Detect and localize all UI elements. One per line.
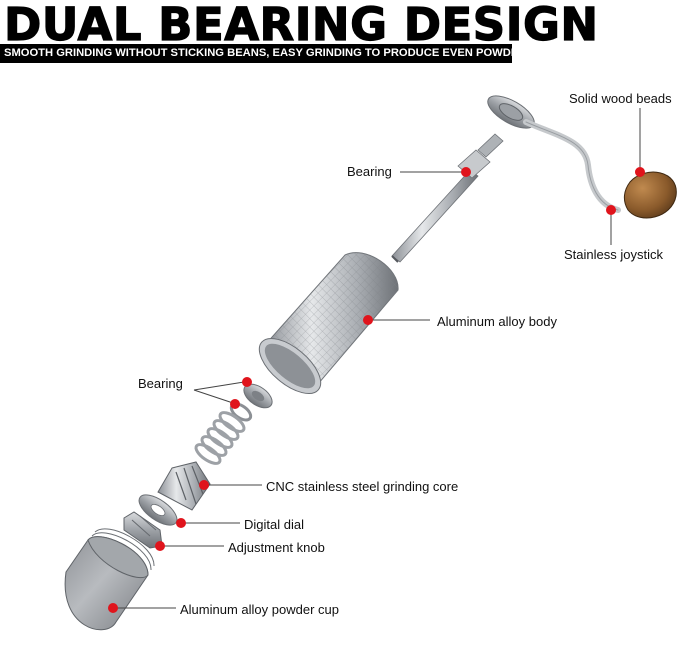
handle-group [487,95,677,219]
leader-bearing-lower [193,381,245,404]
marker-knob [155,541,165,551]
spring-group [194,411,246,465]
marker-dial [176,518,186,528]
label-bearing-lower: Bearing [138,376,183,391]
grinding-core-group [157,461,211,511]
marker-bearing-top [461,167,471,177]
subtitle-banner: SMOOTH GRINDING WITHOUT STICKING BEANS, … [0,44,512,63]
marker-cup [108,603,118,613]
label-adjustment-knob: Adjustment knob [228,540,325,555]
callout-markers [108,167,645,613]
label-grinding-core: CNC stainless steel grinding core [266,479,459,494]
marker-bearing-lower-1 [242,377,252,387]
label-powder-cup: Aluminum alloy powder cup [180,602,339,617]
marker-grinding-core [199,480,209,490]
label-solid-wood-beads: Solid wood beads [569,91,672,106]
leader-lines [113,108,641,609]
marker-bearing-lower-2 [230,399,240,409]
label-bearing-top: Bearing [347,164,392,179]
label-stainless-joystick: Stainless joystick [564,247,663,262]
marker-joystick [606,205,616,215]
shaft-group [391,133,504,263]
label-digital-dial: Digital dial [244,517,304,532]
dial-group [138,494,178,526]
marker-body [363,315,373,325]
powder-cup-group [64,528,155,631]
label-aluminum-body: Aluminum alloy body [437,314,557,329]
marker-wood-beads [635,167,645,177]
body-group [258,252,399,394]
page-title: DUAL BEARING DESIGN [3,0,599,52]
